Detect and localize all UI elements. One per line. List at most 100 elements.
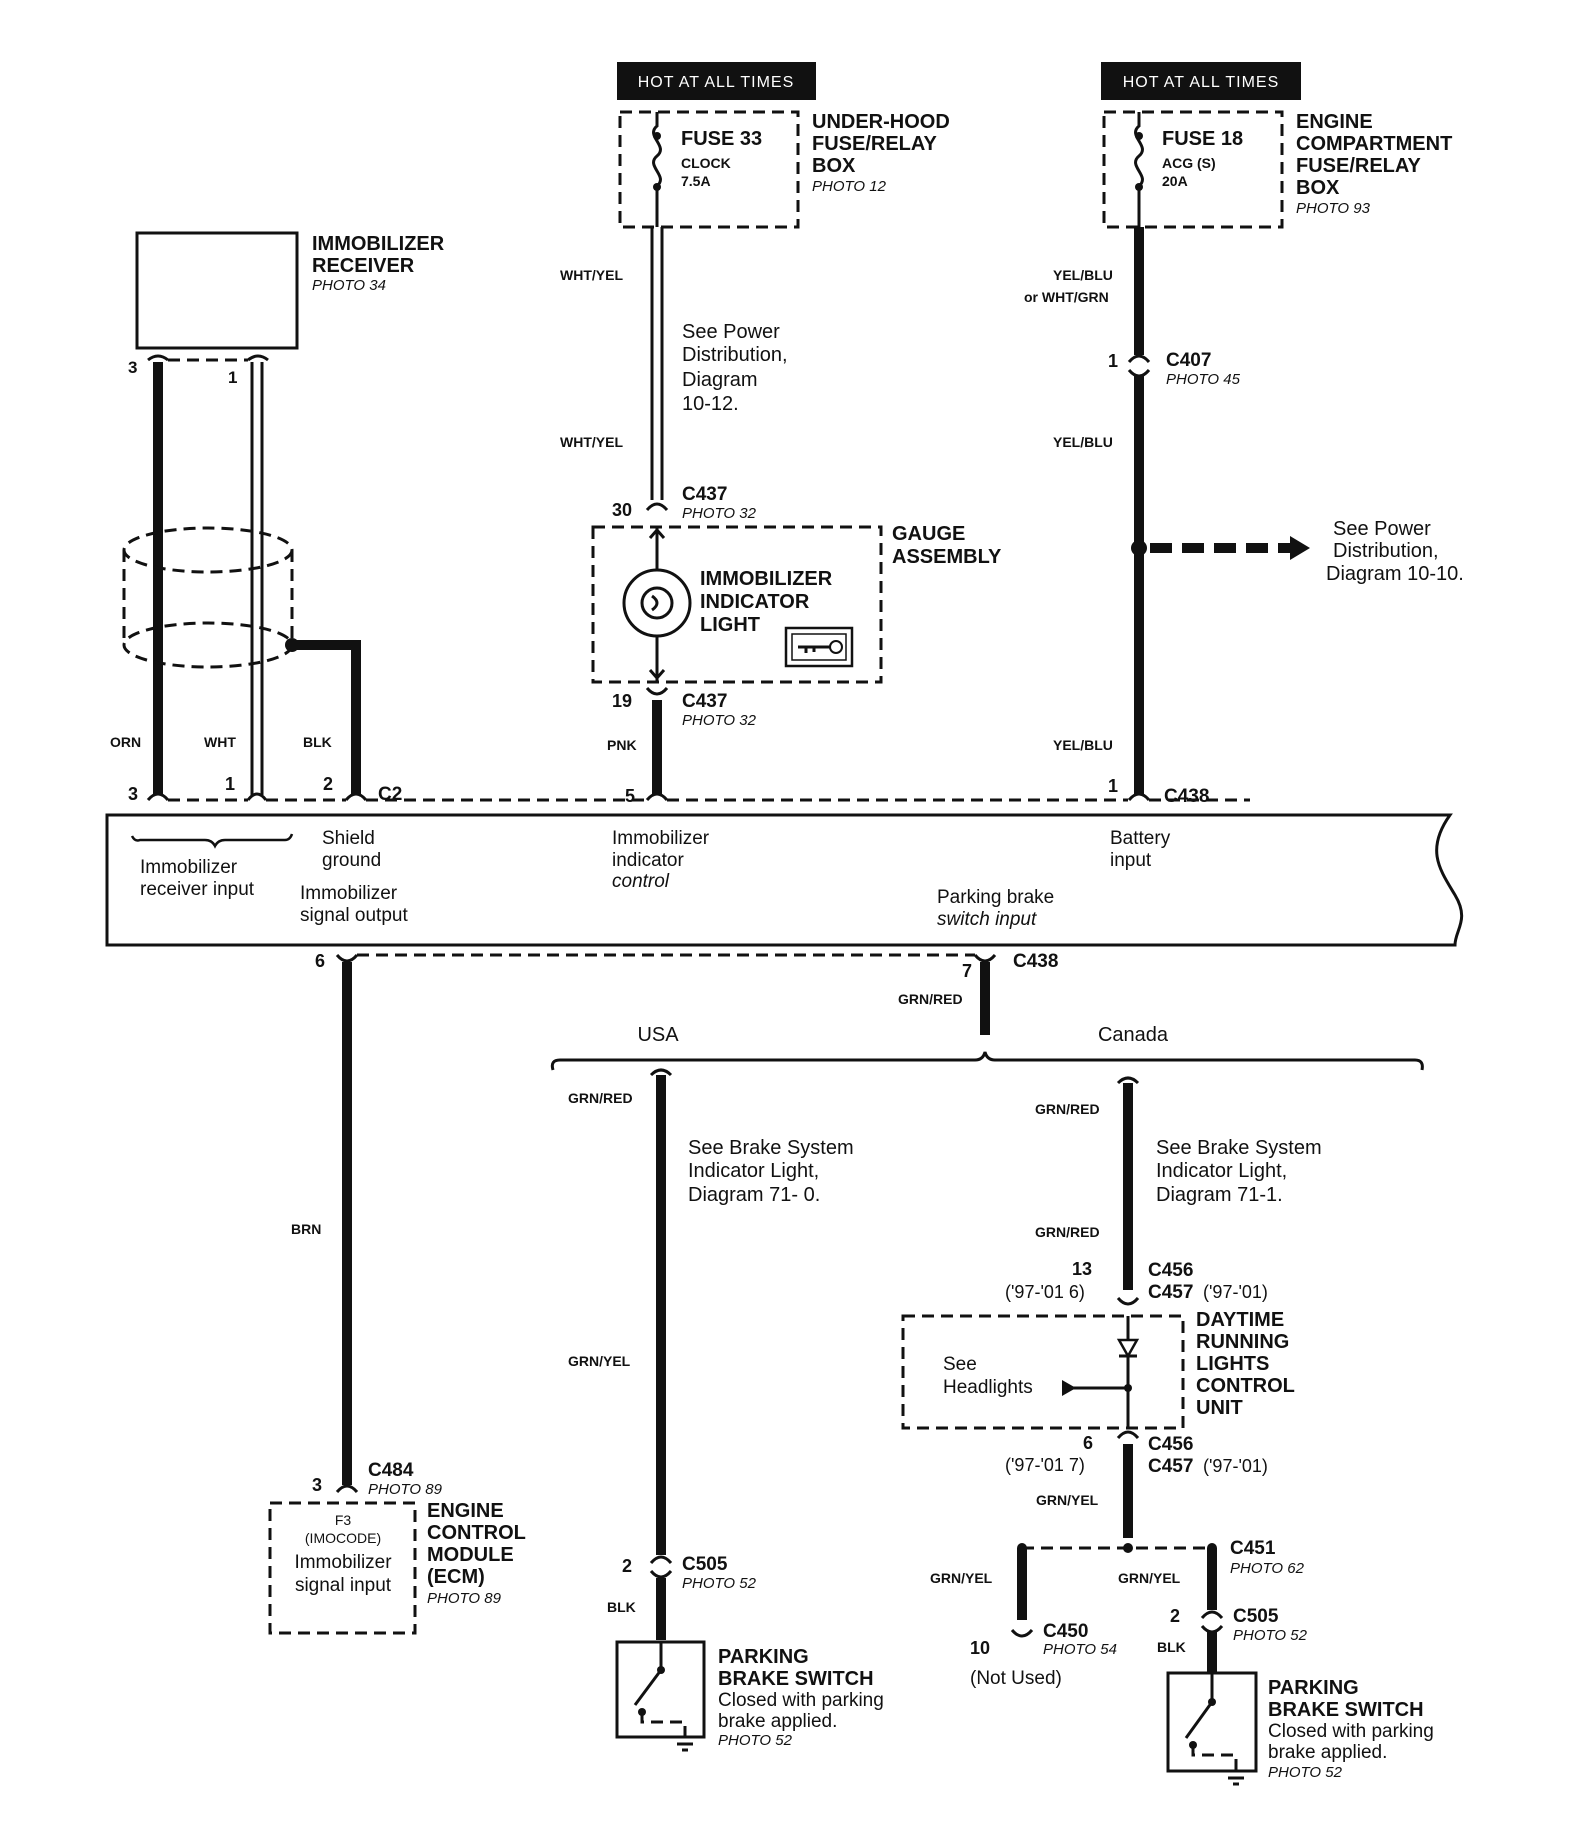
c407-pin: 1 [1108,351,1118,371]
fuse-18-box-l1: ENGINE [1296,111,1373,133]
fuse-33-box-l3: BOX [812,155,856,177]
ecm-shield-l2: ground [322,850,381,871]
ecm-shield-l1: Shield [322,828,375,849]
pbs-can-l4: brake applied. [1268,1742,1387,1763]
fuse-18-box-l3: FUSE/RELAY [1296,155,1422,177]
ecm-title-l3: MODULE [427,1544,514,1566]
brake-note-usa-l3: Diagram 71- 0. [688,1184,820,1206]
hot-label-right: HOT AT ALL TIMES [1123,74,1280,91]
ecm-ind-ctrl-l2: indicator [612,850,684,871]
c2-pin-2: 2 [323,774,333,794]
engine-control-module: F3 (IMOCODE) Immobilizer signal input EN… [268,1500,526,1635]
wire-pnk: PNK 5 [366,700,1128,806]
pbs-can-l2: BRAKE SWITCH [1268,1699,1424,1721]
pbs-can-l1: PARKING [1268,1677,1359,1699]
wire-fuse33-to-gauge: WHT/YEL WHT/YEL See Power Distribution, … [560,227,788,500]
receiver-pin-3: 3 [128,358,137,377]
drl-title-l5: UNIT [1196,1397,1243,1419]
brake-note-usa-l2: Indicator Light, [688,1160,819,1182]
fuse-18-box-l4: BOX [1296,177,1340,199]
c457a-alt: ('97-'01 6) [1005,1282,1085,1302]
connector-c2: 3 1 2 C2 [128,774,402,805]
wire-grn-yel-3: GRN/YEL [930,1570,993,1586]
ecm-ind-ctrl-l3: control [612,871,670,892]
usa-branch: GRN/RED GRN/YEL See Brake System Indicat… [568,1068,854,1640]
ecm-input-l1: Immobilizer [294,1552,392,1573]
brake-note-usa-l1: See Brake System [688,1137,854,1159]
drl-see-l2: Headlights [943,1377,1033,1398]
gauge-title-l2: ASSEMBLY [892,546,1002,568]
region-canada: Canada [1098,1024,1169,1046]
wire-blk-3: BLK [1157,1639,1186,1655]
power-note-l4: 10-12. [682,393,739,415]
c457b-label: C457 [1148,1456,1193,1477]
wire-yel-blu-1: YEL/BLU [1053,267,1113,283]
ecm-signal-out-l1: Immobilizer [300,883,398,904]
pbs-usa-l4: brake applied. [718,1711,837,1732]
c451-photo: PHOTO 62 [1230,1560,1305,1577]
c484-pin: 3 [312,1475,322,1495]
c2-label: C2 [378,784,402,805]
c450-label: C450 [1043,1621,1088,1642]
c437a-pin: 30 [612,500,632,520]
power-note-l2: Distribution, [682,344,788,366]
wire-yel-blu-3: YEL/BLU [1053,737,1113,753]
fuse-33-box: FUSE 33 CLOCK 7.5A UNDER-HOOD FUSE/RELAY… [618,110,950,229]
wire-grn-red-3: GRN/RED [1035,1101,1100,1117]
c2-pin-3: 3 [128,784,138,804]
pbs-usa-photo: PHOTO 52 [718,1732,793,1749]
wire-or-wht-grn: or WHT/GRN [1024,289,1109,305]
wire-yel-blu-2: YEL/BLU [1053,434,1113,450]
c2-pin-1: 1 [225,774,235,794]
c437b-label: C437 [682,691,727,712]
power-note-l3: Diagram [682,369,758,391]
c456a-label: C456 [1148,1260,1193,1281]
c484-photo: PHOTO 89 [368,1481,443,1498]
c437b-photo: PHOTO 32 [682,712,757,729]
parking-brake-switch-usa: PARKING BRAKE SWITCH Closed with parking… [615,1640,884,1752]
power-note2-l1: See Power [1333,518,1431,540]
c437a-label: C437 [682,484,727,505]
wire-fuse18-to-ecm: YEL/BLU or WHT/GRN 1 C407 PHOTO 45 YEL/B… [1024,227,1464,807]
c438b-label: C438 [1013,951,1058,972]
ecm-ind-ctrl-l1: Immobilizer [612,828,710,849]
parking-brake-switch-canada: PARKING BRAKE SWITCH Closed with parking… [1166,1671,1434,1786]
fuse-33-circuit: CLOCK [681,155,731,171]
immobilizer-receiver: IMMOBILIZER RECEIVER PHOTO 34 3 1 [128,231,445,387]
hot-label-left: HOT AT ALL TIMES [638,74,795,91]
hot-banner-left: HOT AT ALL TIMES [617,62,816,100]
wire-grn-red-2: GRN/RED [568,1090,633,1106]
wire-wht: WHT [204,734,236,750]
ecm-pin-f3: F3 [335,1512,352,1528]
receiver-title-l2: RECEIVER [312,255,415,277]
wire-grn-red-1: GRN/RED [898,991,963,1007]
indicator-light-l2: INDICATOR [700,591,810,613]
c438a-label: C438 [1164,786,1209,807]
c457b-years: ('97-'01) [1203,1456,1268,1476]
fuse-18-rating: 20A [1162,173,1188,189]
drl-title-l3: LIGHTS [1196,1353,1269,1375]
c505a-pin: 2 [622,1556,632,1576]
pbs-usa-l1: PARKING [718,1646,809,1668]
c407-label: C407 [1166,350,1211,371]
c450-photo: PHOTO 54 [1043,1641,1117,1658]
c450-not-used: (Not Used) [970,1668,1062,1689]
drl-title-l2: RUNNING [1196,1331,1289,1353]
ecm-battery-l2: input [1110,850,1152,871]
ecm-body: Immobilizer receiver input Shield ground… [105,813,1464,947]
ecm-pbs-l2: switch input [937,909,1037,930]
c437b-pin: 19 [612,691,632,711]
wire-wht-yel-1: WHT/YEL [560,267,623,283]
wire-grn-yel-2: GRN/YEL [1036,1492,1099,1508]
indicator-light-l3: LIGHT [700,614,760,636]
ecm-input-recv-l1: Immobilizer [140,857,238,878]
c456b-pin: 6 [1083,1433,1093,1453]
fuse-18-photo: PHOTO 93 [1296,200,1371,217]
pbs-can-l3: Closed with parking [1268,1721,1434,1742]
fuse-18-box: FUSE 18 ACG (S) 20A ENGINE COMPARTMENT F… [1102,110,1452,229]
c456b-label: C456 [1148,1434,1193,1455]
power-note2-l2: Distribution, [1333,540,1439,562]
c457a-label: C457 [1148,1282,1193,1303]
fuse-33-photo: PHOTO 12 [812,178,887,195]
drl-title-l1: DAYTIME [1196,1309,1284,1331]
